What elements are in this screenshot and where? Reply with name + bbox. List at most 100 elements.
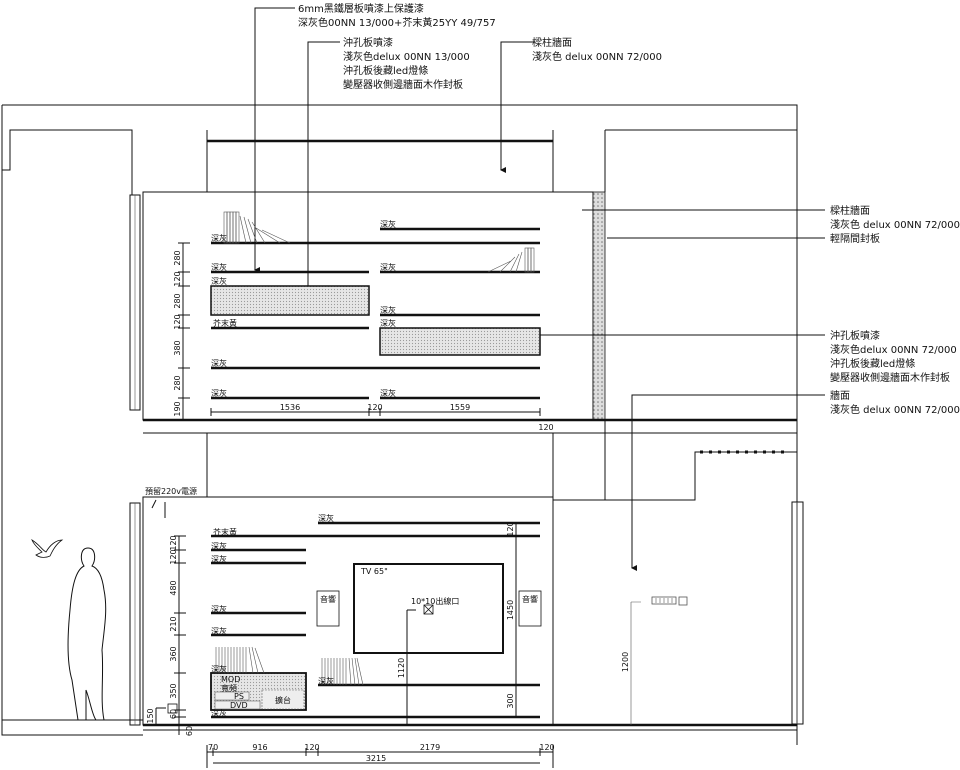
svg-text:60: 60 <box>169 709 178 719</box>
svg-text:300: 300 <box>506 693 515 708</box>
svg-text:音響: 音響 <box>320 594 336 604</box>
svg-text:音響: 音響 <box>522 594 538 604</box>
svg-text:2179: 2179 <box>420 743 440 752</box>
svg-text:150: 150 <box>146 708 155 723</box>
svg-text:淺灰色 delux 00NN 72/000: 淺灰色 delux 00NN 72/000 <box>830 403 960 416</box>
bird-icon <box>31 539 64 558</box>
callout-leaders <box>254 7 825 571</box>
svg-text:DVD: DVD <box>230 701 248 710</box>
svg-text:120: 120 <box>367 403 382 412</box>
svg-text:深灰: 深灰 <box>380 219 396 229</box>
svg-text:1536: 1536 <box>280 403 300 412</box>
svg-text:牆面: 牆面 <box>830 389 850 402</box>
column-hatch <box>592 191 606 421</box>
svg-text:TV 65": TV 65" <box>360 567 388 576</box>
svg-text:916: 916 <box>252 743 267 752</box>
svg-text:深灰: 深灰 <box>211 262 227 272</box>
speaker-right: 音響 <box>518 590 542 627</box>
svg-text:淺灰色 delux 00NN 72/000: 淺灰色 delux 00NN 72/000 <box>532 50 662 63</box>
svg-text:淺灰色delux 00NN 72/000: 淺灰色delux 00NN 72/000 <box>830 343 957 356</box>
svg-text:280: 280 <box>173 250 182 265</box>
floor-outlet-icon <box>167 703 178 714</box>
callout-perforated-top: 沖孔板噴漆 淺灰色delux 00NN 13/000 沖孔板後藏led燈條 變壓… <box>343 36 470 91</box>
svg-text:深灰: 深灰 <box>211 276 227 286</box>
svg-text:變壓器收側邊牆面木作封板: 變壓器收側邊牆面木作封板 <box>830 371 950 384</box>
upper-dimensions: 280 120 280 120 380 280 190 1536 120 155… <box>173 242 554 432</box>
svg-text:MOD: MOD <box>221 675 240 684</box>
svg-text:深灰: 深灰 <box>211 708 227 718</box>
svg-text:淺灰色delux 00NN 13/000: 淺灰色delux 00NN 13/000 <box>343 50 470 63</box>
svg-text:280: 280 <box>173 293 182 308</box>
books-lower <box>215 646 364 686</box>
svg-text:沖孔板噴漆: 沖孔板噴漆 <box>830 329 880 342</box>
svg-text:深灰: 深灰 <box>318 513 334 523</box>
svg-text:120: 120 <box>304 743 319 752</box>
upper-shelves: 深灰 深灰 深灰 深灰 深灰 深灰 芥末黃 深灰 深灰 深灰 深灰 <box>210 211 541 400</box>
svg-text:280: 280 <box>173 375 182 390</box>
svg-text:60: 60 <box>185 726 194 736</box>
svg-text:深灰: 深灰 <box>211 604 227 614</box>
svg-text:480: 480 <box>169 580 178 595</box>
speaker-left: 音響 <box>316 590 340 627</box>
svg-text:沖孔板噴漆: 沖孔板噴漆 <box>343 36 393 49</box>
svg-text:樑柱牆面: 樑柱牆面 <box>532 36 572 49</box>
svg-text:深灰: 深灰 <box>380 318 396 328</box>
svg-text:120: 120 <box>538 423 553 432</box>
svg-text:沖孔板後藏led燈條: 沖孔板後藏led燈條 <box>343 64 428 77</box>
svg-text:PS: PS <box>234 692 244 701</box>
svg-text:120: 120 <box>173 271 182 286</box>
perforated-panel-left <box>210 285 370 316</box>
svg-text:芥末黃: 芥末黃 <box>213 527 237 537</box>
svg-text:擴台: 擴台 <box>275 695 291 705</box>
svg-text:深灰: 深灰 <box>380 388 396 398</box>
svg-text:120: 120 <box>506 521 515 536</box>
svg-text:1450: 1450 <box>506 600 515 620</box>
svg-text:淺灰色 delux 00NN 72/000: 淺灰色 delux 00NN 72/000 <box>830 218 960 231</box>
svg-text:深灰: 深灰 <box>211 233 227 243</box>
svg-text:變壓器收側邊牆面木作封板: 變壓器收側邊牆面木作封板 <box>343 78 463 91</box>
svg-text:深灰: 深灰 <box>211 541 227 551</box>
svg-text:深灰: 深灰 <box>318 676 334 686</box>
svg-text:深灰: 深灰 <box>211 626 227 636</box>
callout-right: 樑柱牆面 淺灰色 delux 00NN 72/000 輕隔間封板 沖孔板噴漆 淺… <box>830 204 960 416</box>
svg-text:深灰: 深灰 <box>211 664 227 674</box>
svg-text:深灰色00NN 13/000+芥末黃25YY 49/757: 深灰色00NN 13/000+芥末黃25YY 49/757 <box>298 16 496 29</box>
svg-text:190: 190 <box>173 401 182 416</box>
svg-text:深灰: 深灰 <box>380 305 396 315</box>
svg-text:芥末黃: 芥末黃 <box>213 318 237 328</box>
svg-text:120: 120 <box>539 743 554 752</box>
svg-text:1120: 1120 <box>397 658 406 678</box>
switch-panel-icon <box>651 596 688 606</box>
svg-text:360: 360 <box>169 646 178 661</box>
human-figure-icon <box>67 547 107 721</box>
svg-text:深灰: 深灰 <box>380 262 396 272</box>
svg-text:120: 120 <box>173 314 182 329</box>
tv: TV 65" 10*10出線口 <box>353 563 504 654</box>
svg-text:輕隔間封板: 輕隔間封板 <box>830 232 880 245</box>
svg-text:10*10出線口: 10*10出線口 <box>411 596 459 606</box>
svg-text:120: 120 <box>169 549 178 564</box>
svg-text:樑柱牆面: 樑柱牆面 <box>830 204 870 217</box>
svg-text:350: 350 <box>169 683 178 698</box>
perforated-panel-right <box>379 327 541 356</box>
svg-text:210: 210 <box>169 616 178 631</box>
svg-text:沖孔板後藏led燈條: 沖孔板後藏led燈條 <box>830 357 915 370</box>
books-upper-right <box>487 247 535 273</box>
svg-text:70: 70 <box>208 743 218 752</box>
building-outline <box>1 104 804 745</box>
callout-column-top: 樑柱牆面 淺灰色 delux 00NN 72/000 <box>532 36 662 63</box>
svg-text:6mm黑鐵層板噴漆上保護漆: 6mm黑鐵層板噴漆上保護漆 <box>298 2 424 15</box>
svg-text:預留220v電源: 預留220v電源 <box>145 486 197 496</box>
svg-text:深灰: 深灰 <box>211 388 227 398</box>
svg-text:深灰: 深灰 <box>211 554 227 564</box>
svg-text:380: 380 <box>173 340 182 355</box>
svg-text:寬頻: 寬頻 <box>221 683 237 693</box>
svg-text:3215: 3215 <box>366 754 386 763</box>
books-upper-left <box>223 211 291 244</box>
svg-text:深灰: 深灰 <box>211 358 227 368</box>
svg-text:120: 120 <box>169 535 178 550</box>
callout-shelf: 6mm黑鐵層板噴漆上保護漆 深灰色00NN 13/000+芥末黃25YY 49/… <box>298 2 496 29</box>
bottom-dimensions: 70 916 120 2179 120 3215 <box>206 743 555 768</box>
lower-shelves: MOD 寬頻 PS DVD 擴台 深灰 芥末黃 深灰 深灰 深灰 深灰 深灰 深… <box>210 513 540 719</box>
